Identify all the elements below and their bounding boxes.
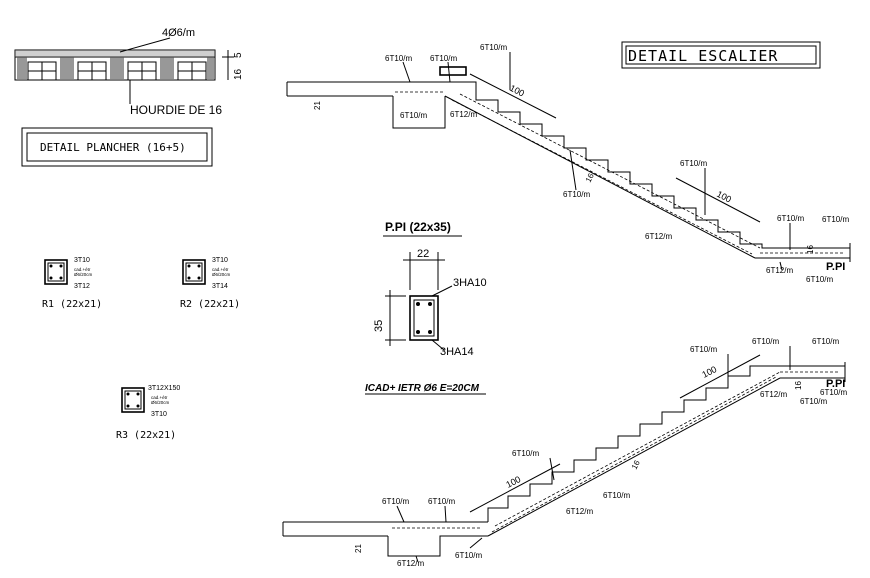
- ppi-title: P.PI (22x35): [385, 220, 451, 234]
- upper-rebar-c: 6T10/m: [480, 43, 507, 52]
- lower-rebar-f: 6T10/m: [820, 388, 847, 397]
- lower-landing-label: P.PI: [826, 378, 845, 390]
- slab-dim-5: 5: [233, 52, 244, 58]
- ppi-height: 35: [373, 320, 385, 332]
- lower-step-len-2: 100: [700, 364, 718, 380]
- upper-rebar-d: 6T10/m: [400, 111, 427, 120]
- beam-r3: 3T12X150 cad.+étr Ø6/20cm 3T10 R3 (22x21…: [116, 385, 180, 441]
- lower-rebar-m: 6T10/m: [455, 551, 482, 560]
- ppi-section: P.PI (22x35) 22 35 3HA10 3HA14 ICAD+ IET…: [365, 220, 487, 395]
- upper-rebar-g: 6T10/m: [680, 159, 707, 168]
- beam-r2: 3T10 cad.+étr Ø6/20cm 3T14 R2 (22x21): [180, 257, 240, 310]
- beam-r1: 3T10 cad.+étr Ø6/20cm 3T12 R1 (22x21): [42, 257, 102, 310]
- upper-thk-16-right: 16: [806, 245, 815, 254]
- slab-section: 4Ø6/m 16 5 HOURDIE DE 16: [14, 27, 244, 117]
- upper-rebar-h: 6T12/m: [645, 232, 672, 241]
- lower-rebar-h: 6T10/m: [603, 491, 630, 500]
- r3-top-bars: 3T12X150: [148, 385, 180, 392]
- ppi-stirrups: ICAD+ IETR Ø6 E=20CM: [365, 383, 480, 394]
- upper-rebar-j: 6T10/m: [822, 215, 849, 224]
- upper-rebar-f: 6T10/m: [563, 190, 590, 199]
- lower-rebar-k: 6T10/m: [428, 497, 455, 506]
- lower-rebar-i: 6T12/m: [566, 507, 593, 516]
- r1-bot-bars: 3T12: [74, 283, 90, 290]
- slab-rebar-label: 4Ø6/m: [162, 27, 195, 39]
- upper-step-len-1: 100: [508, 83, 526, 99]
- slab-dim-16: 16: [233, 68, 244, 80]
- r3-bot-bars: 3T10: [151, 411, 167, 418]
- upper-rebar-k: 6T12/m: [766, 266, 793, 275]
- lower-thk-21: 21: [354, 544, 363, 553]
- r2-top-bars: 3T10: [212, 257, 228, 264]
- upper-thk-16: 16: [584, 171, 596, 184]
- lower-thk-16-right: 16: [794, 381, 803, 390]
- r1-note2: Ø6/20cm: [74, 272, 93, 277]
- r1-note1: cad.+étr: [74, 267, 91, 272]
- lower-rebar-l: 6T12/m: [397, 559, 424, 568]
- lower-step-len-1: 100: [504, 474, 522, 490]
- slab-name: HOURDIE DE 16: [130, 103, 222, 117]
- r3-note2: Ø6/20cm: [151, 400, 170, 405]
- ppi-top-bars: 3HA10: [453, 277, 487, 289]
- upper-thk-21: 21: [313, 101, 322, 110]
- lower-rebar-c: 6T10/m: [812, 337, 839, 346]
- plancher-title: DETAIL PLANCHER (16+5): [40, 141, 186, 154]
- upper-rebar-b: 6T10/m: [430, 54, 457, 63]
- lower-rebar-e: 6T10/m: [800, 397, 827, 406]
- r2-note1: cad.+étr: [212, 267, 229, 272]
- lower-rebar-g: 6T10/m: [512, 449, 539, 458]
- lower-rebar-b: 6T10/m: [752, 337, 779, 346]
- stair-title: DETAIL ESCALIER: [628, 47, 778, 65]
- upper-landing-label: P.PI: [826, 261, 845, 273]
- plancher-title-box: DETAIL PLANCHER (16+5): [21, 127, 213, 167]
- r2-bot-bars: 3T14: [212, 283, 228, 290]
- upper-rebar-a: 6T10/m: [385, 54, 412, 63]
- upper-step-len-2: 100: [715, 189, 733, 205]
- lower-stair: 100 100 16 21 16 6T10/m 6T10/m 6T10/m 6T…: [282, 337, 847, 568]
- lower-rebar-a: 6T10/m: [690, 345, 717, 354]
- lower-thk-16: 16: [630, 458, 642, 471]
- r1-top-bars: 3T10: [74, 257, 90, 264]
- stair-title-box: DETAIL ESCALIER: [621, 41, 821, 69]
- upper-rebar-l: 6T10/m: [806, 275, 833, 284]
- lower-rebar-d: 6T12/m: [760, 390, 787, 399]
- r3-note1: cad.+étr: [151, 395, 168, 400]
- upper-rebar-e: 6T12/m: [450, 110, 477, 119]
- lower-rebar-j: 6T10/m: [382, 497, 409, 506]
- r3-name: R3 (22x21): [116, 430, 176, 441]
- upper-rebar-i: 6T10/m: [777, 214, 804, 223]
- r2-name: R2 (22x21): [180, 299, 240, 310]
- ppi-bot-bars: 3HA14: [440, 346, 474, 358]
- r1-name: R1 (22x21): [42, 299, 102, 310]
- ppi-width: 22: [417, 248, 429, 260]
- r2-note2: Ø6/20cm: [212, 272, 231, 277]
- upper-stair: 100 100 16 21 16 6T10/m 6T10/m 6T10/m 6T…: [286, 43, 851, 284]
